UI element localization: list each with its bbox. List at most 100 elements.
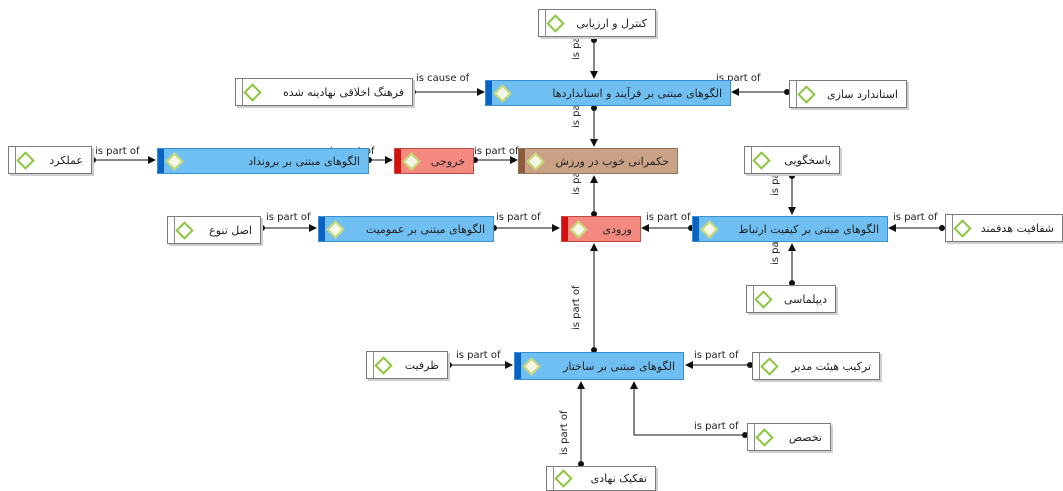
node-vorudi[interactable]: ورودی [561,216,641,242]
node-label: خروجی [430,154,465,168]
edge-diplomacy-to-ertebat: is part of [770,220,796,286]
node-label: ورودی [602,222,632,236]
edge-shafafiyat-to-ertebat: is part of [888,212,945,232]
edge-label: is part of [893,212,938,223]
edge-label: is part of [571,15,582,60]
node-standard[interactable]: استاندارد سازی [789,80,907,108]
edge-start-dot [747,362,753,368]
edge-asl_tanavo-to-omumiyat: is part of [259,212,317,232]
edge-start-dot [578,461,584,467]
edge-start-dot [742,432,748,438]
node-label: اصل تنوع [209,223,252,237]
code-diamond-icon [760,356,779,376]
edge-start-dot [939,225,945,231]
edge-start-dot [591,347,597,353]
edge-line [630,381,745,436]
edge-ertebat-to-vorudi: is part of [641,212,694,232]
node-omumiyat[interactable]: الگوهای مبتنی بر عمومیت [318,216,494,242]
edge-label: is part of [694,350,739,361]
edge-amalkard-to-barvand: is part of [90,146,156,164]
node-label: الگوهای مبتنی بر کیفیت ارتباط [738,222,879,236]
node-barvand[interactable]: الگوهای مبتنی بر برونداد [157,148,369,174]
edge-standard-to-fara: is part of [716,73,790,96]
node-label: شفافیت هدفمند [980,221,1054,235]
code-diamond-icon [175,220,194,240]
edge-start-dot [789,173,795,179]
code-diamond-icon [569,219,588,239]
node-tarkib[interactable]: ترکیب هیئت مدیر [752,352,880,380]
node-label: دیپلماسی [783,292,827,306]
edge-start-dot [591,37,597,43]
edge-label: is part of [496,212,541,223]
code-diamond-icon [754,289,773,309]
node-zarfiyat[interactable]: ظرفیت [366,351,448,379]
edge-start-dot [591,105,597,111]
edge-label: is part of [95,146,140,157]
edge-label: is part of [646,212,691,223]
code-diamond-icon [374,355,393,375]
node-diplomacy[interactable]: دیپلماسی [746,285,836,313]
node-hokmrani[interactable]: حکمرانی خوب در ورزش [518,148,678,174]
edge-label: is part of [559,410,570,455]
node-ertebat[interactable]: الگوهای مبتنی بر کیفیت ارتباط [692,216,888,242]
node-paskhgooyi[interactable]: پاسخگویی [744,146,840,174]
edge-control-to-fara: is part of [571,15,598,79]
edge-label: is part of [770,220,781,265]
edge-tarkib-to-sakhtar: is part of [685,350,753,369]
node-amalkard[interactable]: عملکرد [8,146,92,174]
code-diamond-icon [752,150,771,170]
node-label: فرهنگ اخلاقی نهادینه شده [282,85,404,99]
node-shafafiyat[interactable]: شفافیت هدفمند [945,214,1063,242]
node-farhang[interactable]: فرهنگ اخلاقی نهادینه شده [235,78,413,106]
node-khoruji[interactable]: خروجی [394,148,474,174]
node-label: الگوهای مبتنی بر فرآیند و استانداردها [552,86,722,100]
node-label: الگوهای مبتنی بر ساختار [563,359,675,373]
edge-label: is part of [266,212,311,223]
edge-takhassos-to-sakhtar: is part of [630,381,748,438]
node-takhassos[interactable]: تخصص [747,423,831,451]
code-diamond-icon [243,82,262,102]
edge-start-dot [789,280,795,286]
node-label: پاسخگویی [784,153,831,167]
node-label: ظرفیت [404,358,439,372]
edge-label: is part of [694,421,739,432]
edge-label: is part of [456,350,501,361]
code-diamond-icon [493,83,512,103]
node-label: حکمرانی خوب در ورزش [555,154,670,168]
edge-label: is part of [474,146,519,157]
code-diamond-icon [402,151,421,171]
node-asl_tanavo[interactable]: اصل تنوع [167,216,261,244]
edge-sakhtar-to-vorudi: is part of [571,243,598,353]
node-sakhtar[interactable]: الگوهای مبتنی بر ساختار [514,352,684,380]
code-diamond-icon [546,13,565,33]
node-fara[interactable]: الگوهای مبتنی بر فرآیند و استانداردها [485,80,731,106]
code-diamond-icon [526,151,545,171]
node-tafkik[interactable]: تفکیک نهادی [546,466,656,491]
code-diamond-icon [326,219,345,239]
node-label: عملکرد [49,153,83,167]
edge-label: is part of [716,73,761,84]
edge-label: is cause of [416,73,470,84]
edge-start-dot [784,89,790,95]
node-label: تفکیک نهادی [590,472,647,485]
code-diamond-icon [797,84,816,104]
edge-tafkik-to-sakhtar: is part of [559,381,585,467]
node-label: الگوهای مبتنی بر برونداد [248,154,360,168]
code-diamond-icon [554,469,573,488]
node-label: الگوهای مبتنی بر عمومیت [365,222,485,236]
code-diamond-icon [953,218,972,238]
node-label: کنترل و ارزیابی [576,16,647,30]
edge-label: is part of [571,285,582,330]
node-label: ترکیب هیئت مدیر [791,359,871,373]
node-label: تخصص [788,430,822,444]
edge-khoruji-to-hokmrani: is part of [472,146,519,164]
code-diamond-icon [165,151,184,171]
node-control[interactable]: کنترل و ارزیابی [538,9,656,37]
edge-farhang-to-fara: is cause of [410,73,485,96]
edge-omumiyat-to-vorudi: is part of [491,212,560,232]
code-diamond-icon [700,219,719,239]
node-label: استاندارد سازی [826,87,898,101]
code-diamond-icon [16,150,35,170]
